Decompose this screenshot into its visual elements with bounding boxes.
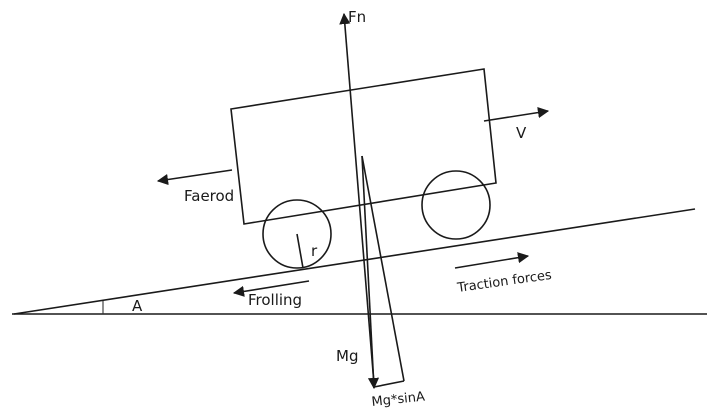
weight-arrow <box>361 155 380 390</box>
aero-drag-label: Faerod <box>184 187 234 205</box>
weight-component-line <box>361 155 405 382</box>
velocity-arrow <box>483 107 550 122</box>
normal-force-arrow <box>339 12 375 385</box>
rolling-resistance-arrow <box>232 280 310 297</box>
front-wheel <box>421 170 491 240</box>
vehicle-body <box>230 68 497 225</box>
wheel-radius-line <box>296 233 304 269</box>
component-closing-line <box>373 380 405 388</box>
rear-wheel <box>262 199 332 269</box>
weight-label: Mg <box>336 347 358 365</box>
normal-force-label: Fn <box>348 8 366 26</box>
traction-arrow <box>454 252 530 269</box>
rolling-resistance-label: Frolling <box>248 291 302 309</box>
weight-component-label: Mg*sinA <box>371 389 426 410</box>
aero-drag-arrow <box>156 169 233 186</box>
incline-line <box>13 208 696 315</box>
wheel-radius-label: r <box>311 242 318 260</box>
traction-label: Traction forces <box>455 268 552 296</box>
velocity-label: V <box>516 124 527 142</box>
angle-label: A <box>132 297 143 315</box>
